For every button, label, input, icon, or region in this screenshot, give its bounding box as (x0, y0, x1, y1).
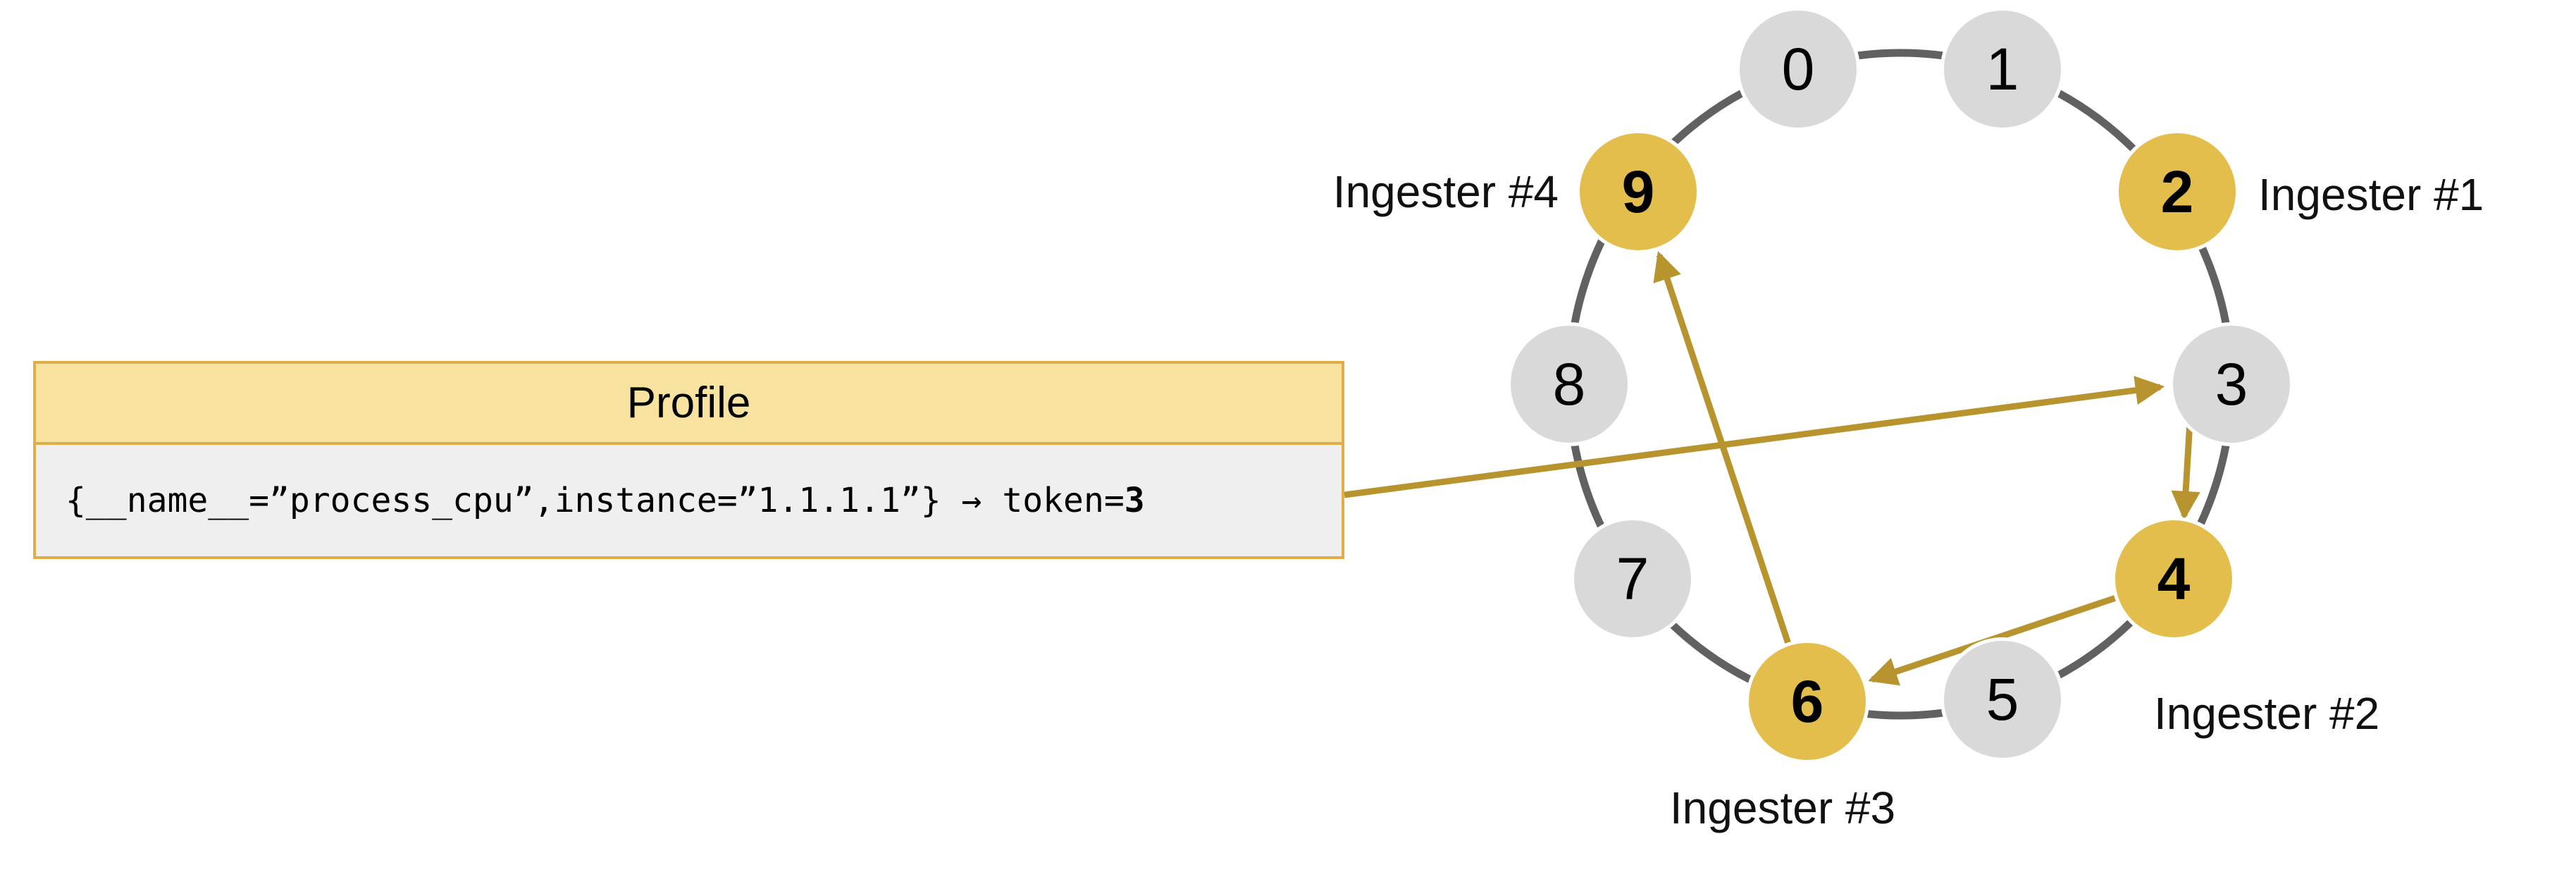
ring-node-5: 5 (1940, 637, 2064, 761)
ring-node-token: 1 (1986, 35, 2019, 102)
ring-node-8: 8 (1507, 322, 1631, 446)
ring-node-token: 2 (2160, 158, 2194, 225)
profile-card-header: Profile (36, 364, 1342, 445)
ring-node-token: 9 (1621, 158, 1655, 225)
arrow-profile-to-token-3 (1344, 376, 2165, 498)
ring-node-token: 6 (1790, 668, 1824, 735)
ring-node-6: 6 (1745, 639, 1869, 763)
profile-series-text: {__name__=”process_cpu”,instance=”1.1.1.… (66, 481, 941, 520)
ring-node-token: 5 (1986, 666, 2019, 732)
token-value: 3 (1124, 481, 1145, 520)
ring-node-1: 1 (1940, 7, 2064, 131)
arrow-token-3-to-token-4 (2171, 421, 2200, 521)
ring-node-4: 4 (2112, 517, 2236, 641)
ingester-4-label: Ingester #4 (1332, 166, 1559, 217)
ring-node-token: 7 (1616, 545, 1649, 612)
ring-node-token: 4 (2157, 545, 2191, 612)
profile-card-title: Profile (626, 379, 751, 427)
ring-node-3: 3 (2169, 322, 2293, 446)
mapping-arrow-text: → (941, 481, 1003, 520)
ring-node-9: 9 (1576, 130, 1700, 254)
arrow-token-6-to-token-9 (1653, 251, 1792, 647)
ingester-2-label: Ingester #2 (2154, 688, 2380, 739)
ring-node-2: 2 (2115, 130, 2239, 254)
ring-node-7: 7 (1571, 517, 1695, 641)
ring-node-token: 3 (2215, 350, 2248, 417)
profile-card-body: {__name__=”process_cpu”,instance=”1.1.1.… (36, 445, 1342, 556)
ring-node-token: 0 (1781, 35, 1815, 102)
ring-node-token: 8 (1552, 350, 1586, 417)
ring-node-0: 0 (1736, 7, 1860, 131)
ingester-1-label: Ingester #1 (2258, 169, 2484, 220)
token-prefix: token= (1002, 481, 1125, 520)
ingester-3-label: Ingester #3 (1669, 783, 1896, 833)
profile-card: Profile {__name__=”process_cpu”,instance… (33, 361, 1344, 559)
